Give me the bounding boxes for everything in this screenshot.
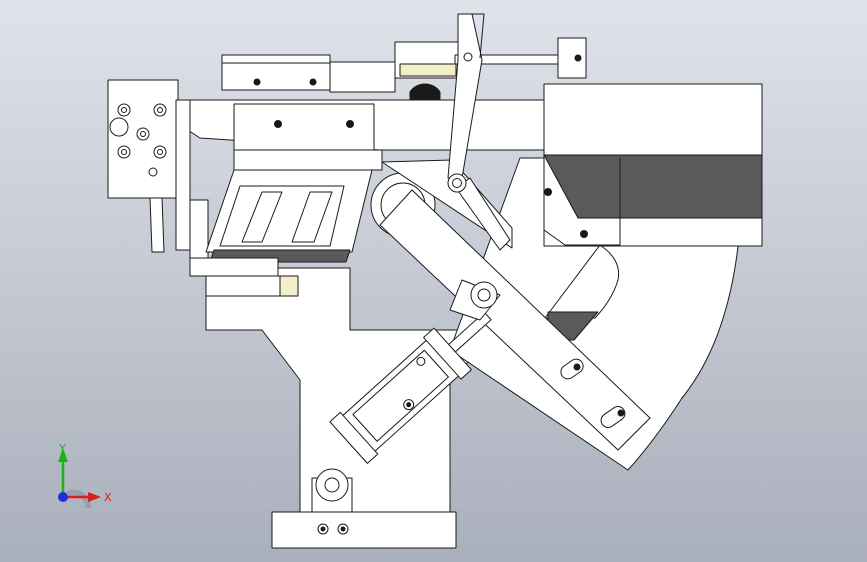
slot-2-bolt — [617, 409, 625, 417]
cylinder-rear-cap — [329, 411, 379, 464]
housing-bolt-2 — [580, 230, 588, 238]
lever-pivot-pin — [452, 178, 462, 188]
rod-end-bolt — [574, 54, 582, 62]
window-bar-1 — [241, 191, 283, 243]
base-plate[interactable] — [271, 511, 457, 549]
rear-clevis-pin — [324, 477, 340, 493]
top-cylinder-label-strip — [399, 63, 457, 77]
window-bar-2 — [291, 191, 333, 243]
housing-bolt-1 — [544, 188, 552, 196]
slot-1-bolt — [573, 363, 581, 371]
top-block-bolt-2 — [309, 78, 317, 86]
triad-rotation-arc — [66, 489, 92, 509]
cylinder-barrel-face — [352, 349, 449, 442]
arc-sector-inner-cutout — [544, 244, 620, 319]
carriage-bolt-1 — [274, 120, 282, 128]
lever-top-pin — [463, 52, 473, 62]
cylinder-rod[interactable] — [448, 311, 492, 353]
carriage-roller-shadow — [409, 83, 441, 101]
base-bolt-right-center — [340, 526, 346, 532]
left-column — [189, 199, 209, 261]
x-axis-label: X — [104, 491, 112, 504]
pivot-web — [381, 159, 513, 249]
gripper-screw-3-in — [140, 131, 146, 137]
top-block-bridge — [329, 61, 396, 93]
z-axis-dot — [58, 492, 68, 502]
base-frame[interactable] — [205, 267, 471, 513]
top-rod-end-block[interactable] — [557, 37, 587, 79]
gripper-knob[interactable] — [109, 117, 129, 137]
x-axis-arrowhead — [88, 492, 101, 502]
right-housing-shadow — [543, 154, 763, 219]
pneumatic-cylinder[interactable] — [329, 296, 507, 464]
cylinder-port-2 — [416, 356, 426, 366]
swing-arm[interactable] — [379, 189, 651, 451]
gripper-screw-5-in — [157, 149, 163, 155]
gripper-finger[interactable] — [149, 197, 165, 253]
left-shelf-block — [189, 257, 279, 277]
left-shelf-accent — [279, 275, 299, 297]
carriage-lower-rail — [233, 149, 383, 171]
vertical-lever-fork — [470, 13, 485, 59]
y-axis-label: Y — [58, 442, 66, 455]
gripper-screw-1-in — [121, 107, 127, 113]
gripper-side-plate — [175, 99, 191, 251]
coordinate-triad[interactable]: Y X — [58, 442, 112, 509]
top-block-bolt-1 — [253, 78, 261, 86]
top-block-left-chamfer — [221, 54, 331, 64]
cylinder-port-1-in — [406, 402, 412, 408]
base-bolt-left-center — [320, 526, 326, 532]
y-axis-arrowhead — [58, 448, 68, 462]
gripper-screw-4-in — [121, 149, 127, 155]
rod-eye-pin — [477, 288, 491, 302]
carriage-face-block[interactable] — [233, 103, 375, 151]
gripper-screw-6 — [148, 167, 158, 177]
gripper-screw-2-in — [157, 107, 163, 113]
carriage-bolt-2 — [346, 120, 354, 128]
mechanism-assembly[interactable] — [107, 13, 763, 549]
